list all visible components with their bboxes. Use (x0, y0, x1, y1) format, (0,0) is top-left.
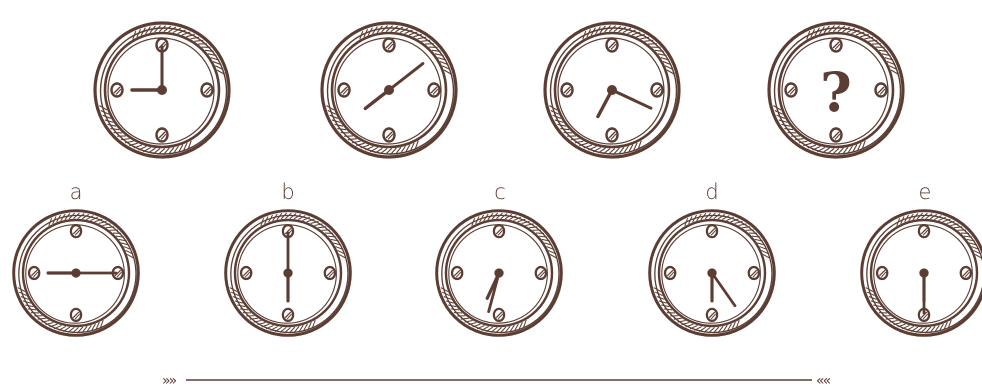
option-label-e: e (905, 180, 945, 204)
sequence-clock-3 (545, 23, 679, 157)
minute-hand (389, 64, 423, 90)
minute-hand (712, 273, 735, 306)
minute-hand (612, 90, 651, 108)
option-label-d: d (692, 180, 732, 204)
clock-center-pin (157, 85, 167, 95)
option-clock-b (226, 211, 351, 336)
clock-center-pin (707, 268, 716, 277)
clock-center-pin (283, 268, 292, 277)
divider-right-mark: «« (816, 373, 829, 389)
divider-left-mark: »» (162, 373, 175, 389)
question-mark: ? (806, 62, 866, 122)
option-clock-e (862, 211, 982, 336)
sequence-clock-2 (322, 23, 456, 157)
option-label-c: c (480, 180, 520, 204)
option-clock-c (437, 211, 562, 336)
clock-center-pin (384, 85, 394, 95)
option-label-a: a (56, 180, 96, 204)
option-clock-a (14, 211, 139, 336)
clock-center-pin (71, 268, 80, 277)
sequence-clock-1 (95, 23, 229, 157)
clock-center-pin (919, 268, 928, 277)
option-clock-d (650, 211, 775, 336)
clock-center-pin (494, 268, 503, 277)
clock-center-pin (607, 85, 617, 95)
option-label-b: b (268, 180, 308, 204)
